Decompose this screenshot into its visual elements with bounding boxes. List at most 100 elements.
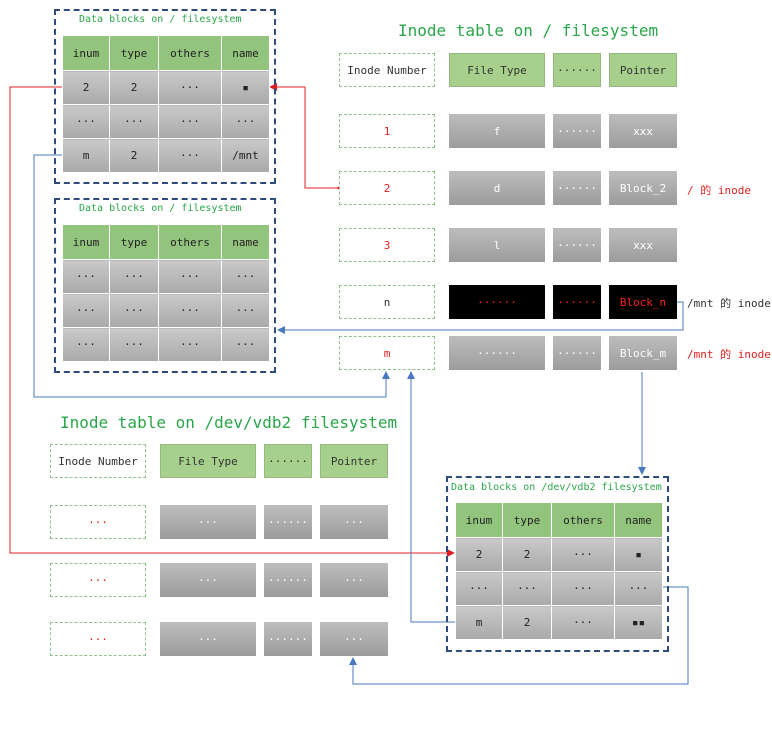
table-cell: ··· [455,571,503,606]
table-cell: 2 [109,138,159,173]
root-pointer: Block_n [609,285,677,319]
table-row: ············ [62,293,270,328]
table-cell: ··· [62,293,110,328]
table-cell: ··· [502,571,552,606]
col-others: others [158,35,222,71]
vdb2-data-blocks-title: Data blocks on /dev/vdb2 filesystem [451,482,662,493]
root-dots: ······ [553,171,601,205]
table-cell: ··· [109,259,159,294]
vdb2-inode-number: ··· [50,563,146,597]
table-cell: m [62,138,110,173]
root-pointer: Block_2 [609,171,677,205]
root-inode-table-title: Inode table on / filesystem [398,21,659,40]
table-cell: ··· [614,571,663,606]
table-cell: ··· [551,571,615,606]
blue-arrow-vdb2-pointer [349,586,689,685]
vdb2-pointer: ··· [320,505,388,539]
table-cell: ··· [109,293,159,328]
table-cell: 2 [502,605,552,640]
vdb2-data-blocks-box [446,476,669,652]
col-name: name [221,224,270,260]
table-cell: ··· [158,327,222,362]
table-cell: 2 [109,70,159,105]
table-cell: ··· [158,293,222,328]
col-others: others [158,224,222,260]
col-inum: inum [62,35,110,71]
root-file-type: ······ [449,336,545,370]
mid-data-blocks-box [54,198,276,373]
table-cell: ··· [551,537,615,572]
root-file-type: d [449,171,545,205]
table-row: ············ [455,571,663,606]
table-cell: 2 [455,537,503,572]
col-inum: inum [455,502,503,538]
table-cell: ··· [221,293,270,328]
table-cell: ▪▪ [614,605,663,640]
vdb2-file-type: ··· [160,563,256,597]
table-cell: ▪ [221,70,270,105]
table-cell: ··· [62,259,110,294]
table-cell: ··· [221,327,270,362]
vdb2-inode-number: ··· [50,505,146,539]
red-arrow-block2 [269,83,344,192]
table-cell: 2 [502,537,552,572]
table-cell: ··· [158,138,222,173]
root-header-inode-number: Inode Number [339,53,435,87]
vdb2-file-type: ··· [160,505,256,539]
blue-arrow-vdb2-m [407,371,456,623]
top-data-blocks-title: Data blocks on / filesystem [79,14,242,25]
table-row: ············ [62,327,270,362]
vdb2-header-file-type: File Type [160,444,256,478]
root-file-type: l [449,228,545,262]
root-file-type: f [449,114,545,148]
red-arrow-root-to-vdb2 [9,86,455,557]
top-data-blocks-box [54,9,276,184]
root-inode-note: / 的 inode [687,184,751,197]
root-pointer: Block_m [609,336,677,370]
root-file-type: ······ [449,285,545,319]
root-inode-number: 3 [339,228,435,262]
table-cell: ··· [221,104,270,139]
table-cell: ··· [109,327,159,362]
root-inode-number: 2 [339,171,435,205]
root-inode-number: 1 [339,114,435,148]
root-inode-number: n [339,285,435,319]
col-inum: inum [62,224,110,260]
vdb2-dots: ······ [264,563,312,597]
root-inode-note: /mnt 的 inode [687,348,771,361]
vdb2-inode-number: ··· [50,622,146,656]
col-type: type [502,502,552,538]
table-cell: ··· [62,327,110,362]
root-pointer: xxx [609,228,677,262]
col-name: name [614,502,663,538]
vdb2-pointer: ··· [320,622,388,656]
table-cell: ▪ [614,537,663,572]
table-row: ············ [62,104,270,139]
table-cell: ··· [221,259,270,294]
root-header-pointer: Pointer [609,53,677,87]
table-cell: ··· [158,104,222,139]
blue-arrow-block-n [277,301,684,334]
vdb2-dots: ······ [264,622,312,656]
col-type: type [109,35,159,71]
table-cell: /mnt [221,138,270,173]
table-cell: ··· [551,605,615,640]
root-dots: ······ [553,336,601,370]
table-cell: ··· [109,104,159,139]
root-pointer: xxx [609,114,677,148]
root-inode-note: /mnt 的 inode [687,297,771,310]
vdb2-header-dots: ······ [264,444,312,478]
vdb2-dots: ······ [264,505,312,539]
table-cell: ··· [62,104,110,139]
root-dots: ······ [553,228,601,262]
table-cell: 2 [62,70,110,105]
table-row: ············ [62,259,270,294]
root-inode-number: m [339,336,435,370]
